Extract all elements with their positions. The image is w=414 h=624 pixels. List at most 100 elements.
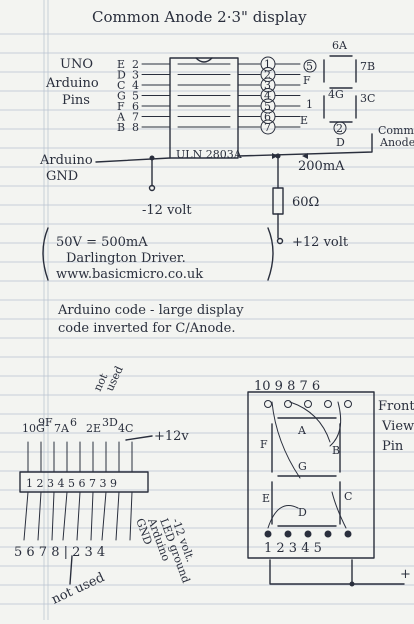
front-bottom-pin	[284, 530, 292, 538]
seg-e-pin: 1	[306, 98, 313, 111]
front-bottom-numbers: 1 2 3 4 5	[264, 541, 322, 556]
front-view-display: 10 9 8 7 6 A F B G E C D 1 2 3 4 5 + Fro…	[247, 379, 414, 587]
display-seg-e-label: E	[262, 492, 270, 505]
wire-f	[271, 401, 301, 479]
connector-bottom-pin	[129, 491, 133, 541]
front-plus: +	[400, 567, 411, 582]
pin-row-segment: C	[117, 79, 125, 92]
paren-left	[42, 227, 49, 281]
seg-d-pin: 2	[336, 122, 343, 135]
arduino-label: Arduino	[45, 76, 99, 91]
pin-row-segment: B	[117, 121, 125, 134]
pin-row-segment: A	[116, 111, 126, 124]
front-top-pin	[324, 400, 332, 408]
display-seg-b-label: B	[332, 444, 340, 457]
connector-bottom-pin	[101, 491, 107, 541]
connector-pin-row: 1 2 3 4 5 6 7 3 9	[26, 477, 117, 490]
connector-bottom-pin	[115, 491, 120, 541]
output-pin-number: 4	[264, 90, 271, 103]
uno-label: UNO	[60, 57, 93, 72]
connector-bottom-pin	[90, 491, 94, 541]
resistor	[272, 187, 284, 215]
connector-top-label: 2E	[86, 422, 101, 435]
front-bottom-pin	[344, 530, 352, 538]
pin-row-pin: 7	[132, 111, 139, 124]
current-label: 200mA	[298, 159, 345, 174]
gnd-wire	[95, 157, 171, 163]
chip-label: ULN 2803A	[176, 148, 243, 161]
not-used-arrow	[69, 555, 73, 585]
pin-row-pin: 5	[132, 90, 139, 103]
common-bus	[269, 559, 405, 585]
connector-top-label: 9F	[38, 416, 53, 429]
connector-top-label: 4C	[118, 422, 133, 435]
mini-segment-sketch: 6A 5 F 7B 4G 1 E 3C 2 D	[300, 39, 375, 149]
wire-a	[289, 401, 331, 443]
front-top-pin	[284, 400, 292, 408]
chip-notch	[195, 57, 213, 63]
output-pin-number: 1	[264, 58, 271, 71]
not-used-top-2: used	[103, 364, 126, 393]
not-used-bottom: not used	[49, 570, 107, 608]
common-junction	[349, 581, 355, 587]
display-seg-c-label: C	[344, 490, 352, 503]
seg-f-pin-circle	[303, 59, 317, 73]
gnd-label-2: GND	[46, 169, 78, 184]
plus12-terminal	[276, 237, 284, 245]
front-bottom-pins	[264, 530, 352, 538]
connector-bottom-pin	[76, 491, 81, 541]
arrow-right	[302, 153, 308, 159]
pin-row-segment: F	[117, 100, 125, 113]
resistor-label: 60Ω	[292, 195, 319, 210]
output-pin-number: 7	[264, 121, 271, 134]
display-seg-d-label: D	[298, 506, 307, 519]
front-bottom-pin	[304, 530, 312, 538]
minus12-label: -12 volt	[142, 203, 192, 218]
pin-row-pin: 8	[132, 121, 139, 134]
connector-top-label: 6	[70, 416, 77, 429]
bottom-numbers: 5 6 7 8 | 2 3 4	[14, 545, 105, 560]
connector-pins-bottom	[23, 491, 133, 541]
connector-top-label: 3D	[102, 416, 118, 429]
connector-pins-top	[27, 441, 133, 473]
common-label: Common	[378, 124, 414, 137]
seg-g-label: 4G	[328, 88, 344, 101]
front-top-pin	[344, 400, 352, 408]
seg-c-label: 3C	[360, 92, 375, 105]
plus12-label: +12 volt	[292, 235, 349, 250]
anode-wire	[237, 133, 373, 157]
seg-f-letter: F	[303, 74, 311, 87]
connector-bottom-pin	[23, 491, 29, 541]
wire-c	[331, 491, 347, 529]
front-top-pins	[264, 400, 352, 408]
connector-bottom-pin	[51, 491, 55, 541]
front-top-pin	[304, 400, 312, 408]
notes: 50V = 500mA Darlington Driver. www.basic…	[42, 227, 274, 336]
seg-e-letter: E	[300, 114, 308, 127]
anode-label: Anode	[379, 136, 414, 149]
connector-top-label: 10G	[22, 422, 45, 435]
pin-row-pin: 6	[132, 100, 139, 113]
connector-bottom-pin	[62, 491, 68, 541]
display-seg-f-label: F	[260, 438, 268, 451]
arrow-left	[272, 153, 278, 159]
display-outline	[247, 391, 375, 559]
display-seg-a-label: A	[297, 424, 307, 437]
code-note-2: code inverted for C/Anode.	[58, 321, 235, 336]
connector-body	[19, 471, 149, 493]
plus12v-label: +12v	[154, 429, 189, 444]
note-line-3: www.basicmicro.co.uk	[56, 267, 203, 282]
pin-row-pin: 3	[132, 69, 139, 82]
connector-bottom-pin	[37, 491, 42, 541]
connector-top-label: 7A	[54, 422, 70, 435]
gnd-label-1: Arduino	[39, 153, 93, 168]
output-pin-number: 3	[264, 79, 271, 92]
seg-d-letter: D	[336, 136, 345, 149]
pins-label: Pins	[62, 93, 90, 108]
front-view-3: Pin	[382, 439, 404, 454]
